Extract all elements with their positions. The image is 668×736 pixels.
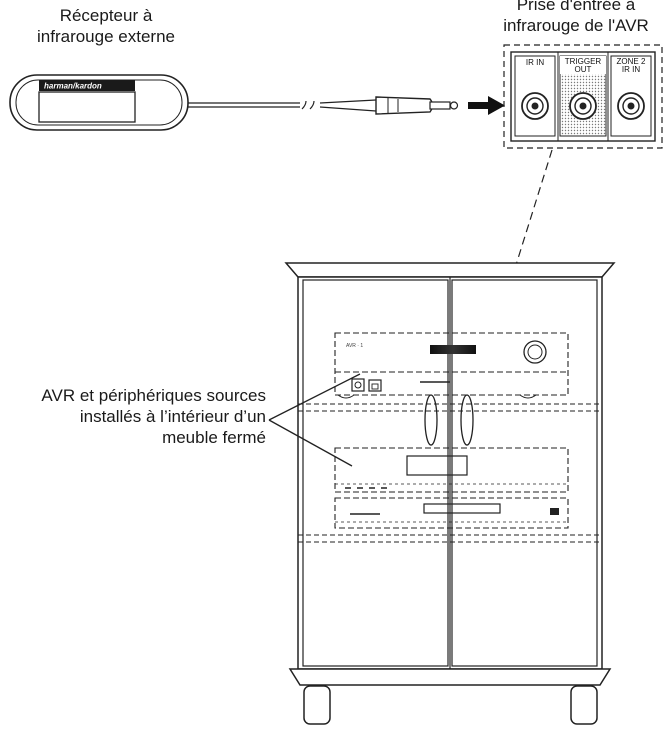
zone2-ir-in-jack bbox=[617, 92, 645, 120]
receiver-caption-line-1: Récepteur à bbox=[59, 6, 153, 25]
trigger-out-jack bbox=[569, 92, 597, 120]
receiver-caption: Récepteur à infrarouge externe bbox=[8, 5, 204, 47]
source-device-2 bbox=[334, 497, 569, 529]
cabinet-caption-line-2: installés à l’intérieur d’un bbox=[79, 407, 266, 426]
ir-in-jack bbox=[521, 92, 549, 120]
receiver-caption-line-2: infrarouge externe bbox=[37, 27, 175, 46]
svg-text:AVR · 1: AVR · 1 bbox=[346, 343, 363, 349]
receiver-brand: harman/kardon bbox=[44, 82, 102, 91]
ir-input-caption-line-2: infrarouge de l'AVR bbox=[503, 16, 649, 35]
volume-knob-icon bbox=[523, 340, 547, 364]
cabinet-caption-line-1: AVR et périphériques sources bbox=[41, 386, 266, 405]
receiver-window bbox=[38, 91, 136, 123]
avr-display bbox=[430, 345, 476, 354]
jack-label-ir-in: IR IN bbox=[526, 58, 544, 67]
ir-cable bbox=[188, 96, 459, 115]
cabinet bbox=[284, 262, 616, 725]
insertion-arrow bbox=[468, 96, 505, 115]
cabinet-caption-line-3: meuble fermé bbox=[162, 428, 266, 447]
source-device-1 bbox=[334, 447, 569, 493]
ir-input-caption-line-1: Prise d'entrée à bbox=[516, 0, 636, 14]
ir-input-caption: Prise d'entrée à infrarouge de l'AVR bbox=[486, 0, 666, 36]
avr-unit: AVR · 1 bbox=[334, 332, 569, 399]
caption-leader-lines bbox=[268, 373, 361, 467]
cabinet-caption: AVR et périphériques sources installés à… bbox=[2, 385, 266, 448]
ir-receiver: harman/kardon bbox=[9, 74, 189, 131]
